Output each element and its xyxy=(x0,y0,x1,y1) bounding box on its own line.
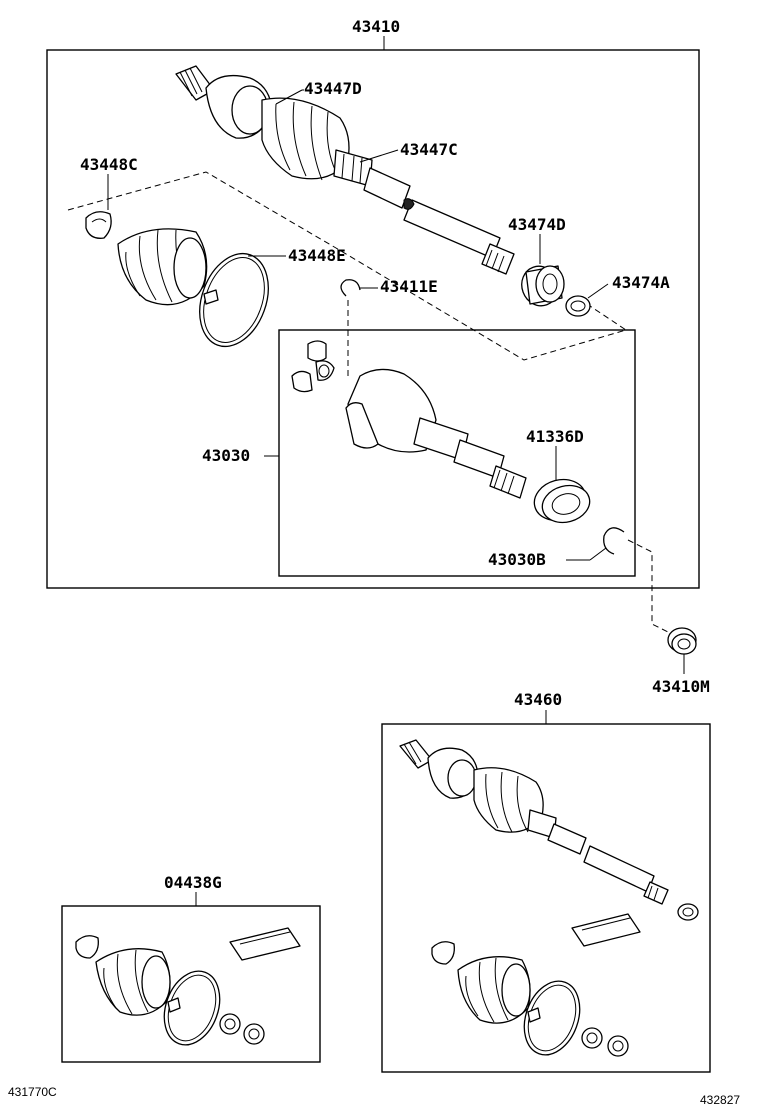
snap-ring-43411E[interactable] xyxy=(340,279,361,297)
grease-pack-04438G[interactable] xyxy=(229,927,301,961)
label-43448E[interactable]: 43448E xyxy=(288,246,346,265)
seal-41336D[interactable] xyxy=(530,474,594,528)
label-41336D[interactable]: 41336D xyxy=(526,427,584,446)
clamp-43460[interactable] xyxy=(431,941,455,965)
grease-pack-43460[interactable] xyxy=(571,913,641,947)
ring-43474D[interactable] xyxy=(516,261,565,311)
boot-43460[interactable] xyxy=(457,956,531,1024)
ring-43460-a[interactable] xyxy=(677,903,699,921)
assembly-43460: 43460 xyxy=(381,690,711,1073)
outer-joint-shaft[interactable] xyxy=(175,65,515,275)
shaft-43460[interactable] xyxy=(399,739,669,905)
band-43460[interactable] xyxy=(515,973,590,1062)
label-04438G[interactable]: 04438G xyxy=(164,873,222,892)
label-43030B[interactable]: 43030B xyxy=(488,550,546,569)
rings-04438G[interactable] xyxy=(219,1013,265,1045)
nut-43410M[interactable] xyxy=(667,627,697,655)
ring-43474A[interactable] xyxy=(565,295,591,317)
label-43447D[interactable]: 43447D xyxy=(304,79,362,98)
assembly-43410-box xyxy=(46,49,700,589)
kit-04438G: 04438G xyxy=(61,873,321,1063)
boot-04438G[interactable] xyxy=(95,948,171,1016)
label-43474D[interactable]: 43474D xyxy=(508,215,566,234)
label-43447C[interactable]: 43447C xyxy=(400,140,458,159)
label-43030[interactable]: 43030 xyxy=(202,446,250,465)
clip-43030B[interactable] xyxy=(603,527,625,555)
label-43410[interactable]: 43410 xyxy=(352,17,400,36)
inboard-boot[interactable] xyxy=(117,228,208,306)
label-43448C[interactable]: 43448C xyxy=(80,155,138,174)
rings-43460-b[interactable] xyxy=(581,1027,629,1057)
band-43448E[interactable] xyxy=(188,244,281,356)
label-43460[interactable]: 43460 xyxy=(514,690,562,709)
inner-joint-43030[interactable] xyxy=(345,368,527,499)
label-43411E[interactable]: 43411E xyxy=(380,277,438,296)
subassembly-43030-box xyxy=(278,329,636,577)
caption-bottom-right: 432827 xyxy=(700,1093,740,1107)
clamp-43448C[interactable] xyxy=(85,211,112,239)
tripod-spider[interactable] xyxy=(291,340,335,393)
clamp-04438G[interactable] xyxy=(75,935,99,959)
band-04438G[interactable] xyxy=(155,963,230,1052)
label-43410M[interactable]: 43410M xyxy=(652,677,710,696)
caption-bottom-left: 431770C xyxy=(8,1085,57,1099)
label-43474A[interactable]: 43474A xyxy=(612,273,670,292)
reference-line xyxy=(67,171,628,361)
kit-04438G-box xyxy=(61,905,321,1063)
assembly-43410: 43410 43447D 43447C xyxy=(46,17,700,635)
